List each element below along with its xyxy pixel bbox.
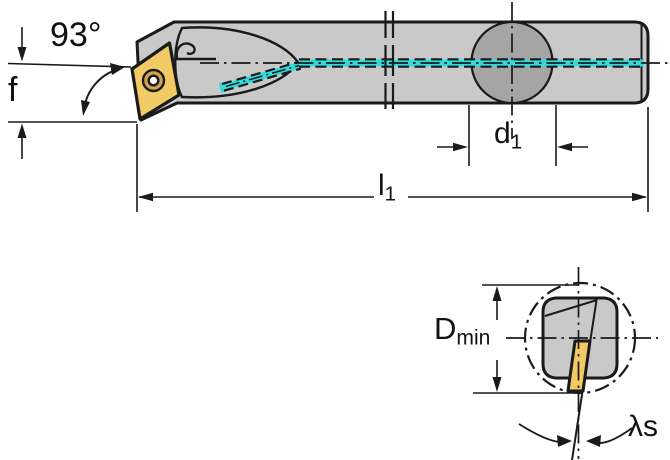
coolant-channel-slanted [218,60,302,93]
label-lambda-s: λs [628,410,658,443]
label-lead-angle: 93° [50,16,102,54]
section-view [506,267,658,460]
dimension-dmin [473,284,578,394]
label-l1-main: l [378,169,385,202]
label-d1-main: d [494,117,511,150]
label-d1: d1 [494,119,522,153]
label-l1-sub: 1 [384,183,397,206]
dimension-l1 [136,107,649,212]
pocket-curl [175,42,196,59]
label-d1-sub: 1 [510,131,523,154]
section-pocket-line [544,299,598,317]
label-dmin-main: D [434,311,457,346]
label-dmin-sub: min [456,326,491,350]
insert-screw-hole [147,74,160,87]
break-lines [384,11,395,109]
label-f: f [8,71,18,109]
dimension-93-degrees [81,63,125,116]
side-view [130,2,668,139]
dimension-f [7,27,137,159]
dimension-d1 [437,105,588,166]
label-dmin: Dmin [434,313,490,349]
lambda-reference-line [571,296,598,460]
label-l1: l1 [378,171,396,205]
dimension-lambda-s [518,423,633,447]
